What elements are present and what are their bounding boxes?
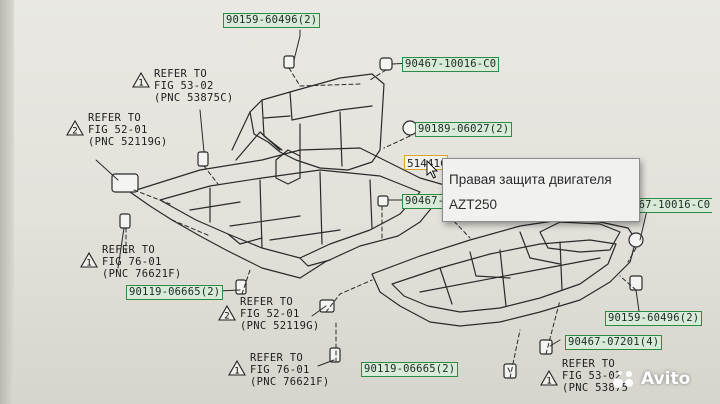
refer-line: REFER TO: [88, 112, 141, 124]
refer-line: REFER TO: [240, 296, 293, 308]
part-label-90159-60496[interactable]: 90159-60496(2): [223, 13, 321, 28]
part-label-90119-06665-upper[interactable]: 90119-06665(2): [126, 285, 224, 300]
avito-watermark: Avito: [612, 368, 690, 390]
upper-shield-inner: [159, 169, 421, 259]
svg-text:1: 1: [546, 377, 551, 387]
splash-panel: [249, 73, 385, 171]
refer-fig: FIG 76-01: [102, 256, 162, 268]
warning-triangle-icon: 1: [540, 370, 558, 386]
part-label-90159-60496-right[interactable]: 90159-60496(2): [605, 311, 703, 326]
monitor-bezel: [0, 0, 14, 404]
refer-fig: FIG 53-02: [562, 370, 622, 382]
refer-line: REFER TO: [250, 352, 303, 364]
warning-triangle-icon: 2: [66, 120, 84, 136]
refer-callout-fig-52-01[interactable]: REFER TO FIG 52-01 (PNC 52119G): [88, 112, 167, 148]
refer-line: REFER TO: [154, 68, 207, 80]
refer-fig: FIG 52-01: [88, 124, 148, 136]
svg-text:1: 1: [234, 367, 239, 377]
svg-text:1: 1: [86, 259, 91, 269]
svg-text:2: 2: [72, 127, 77, 137]
part-label-90189-06027[interactable]: 90189-06027(2): [415, 122, 513, 137]
part-label-90467-partial[interactable]: 90467-: [402, 194, 447, 209]
avito-wordmark: Avito: [641, 369, 691, 389]
refer-callout-fig-76-01-lower[interactable]: REFER TO FIG 76-01 (PNC 76621F): [250, 352, 329, 388]
part-label-90467-10016[interactable]: 90467-10016-C0: [402, 57, 500, 72]
refer-pnc: (PNC 52119G): [240, 320, 320, 332]
warning-triangle-icon: 2: [218, 305, 236, 321]
refer-line: REFER TO: [562, 358, 615, 370]
refer-pnc: (PNC 76621F): [102, 268, 182, 280]
refer-fig: FIG 76-01: [250, 364, 310, 376]
lower-shield-outline: [371, 219, 637, 327]
avito-logo-icon: [613, 371, 633, 388]
mouse-pointer-icon: [426, 160, 439, 179]
warning-triangle-icon: 1: [80, 252, 98, 268]
tooltip-part-name: Правая защита двигателя: [449, 172, 612, 187]
warning-triangle-icon: 1: [228, 360, 246, 376]
tooltip-model-code: AZT250: [449, 197, 498, 212]
refer-fig: FIG 52-01: [240, 308, 300, 320]
refer-line: REFER TO: [102, 244, 155, 256]
refer-pnc: (PNC 53875C): [154, 92, 234, 104]
refer-callout-fig-76-01[interactable]: REFER TO FIG 76-01 (PNC 76621F): [102, 244, 181, 280]
refer-fig: FIG 53-02: [154, 80, 214, 92]
part-label-90467-10016-right[interactable]: 90467-10016-C0: [616, 198, 713, 213]
part-tooltip: Правая защита двигателя AZT250: [442, 158, 640, 222]
part-label-90119-06665-lower[interactable]: 90119-06665(2): [361, 362, 459, 377]
svg-text:2: 2: [224, 312, 229, 322]
warning-triangle-icon: 1: [132, 72, 150, 88]
svg-text:1: 1: [138, 79, 143, 89]
refer-callout-fig-52-01-lower[interactable]: REFER TO FIG 52-01 (PNC 52119G): [240, 296, 319, 332]
lower-shield-inner: [391, 239, 617, 313]
refer-pnc: (PNC 52119G): [88, 136, 168, 148]
refer-pnc: (PNC 76621F): [250, 376, 330, 388]
refer-callout-fig-53-02[interactable]: REFER TO FIG 53-02 (PNC 53875C): [154, 68, 233, 104]
part-label-90467-07201[interactable]: 90467-07201(4): [565, 335, 663, 350]
